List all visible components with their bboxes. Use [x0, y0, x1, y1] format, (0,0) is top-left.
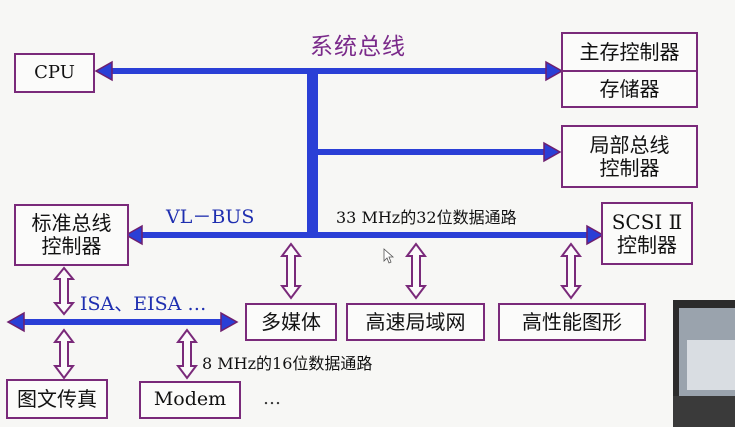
double-arrow-modem — [176, 328, 198, 380]
fax-label: 图文传真 — [17, 386, 97, 411]
system-bus-arrow-left — [94, 60, 113, 82]
scsi-controller-label-2: 控制器 — [617, 232, 677, 257]
vl-bus-speed-label: 33 MHz的32位数据通路 — [336, 208, 517, 227]
double-arrow-fax — [53, 328, 75, 380]
multimedia-label: 多媒体 — [261, 309, 321, 334]
mouse-cursor-icon — [383, 248, 395, 264]
double-arrow-graphics — [560, 242, 582, 300]
presenter-video-thumbnail — [673, 300, 735, 427]
main-memory-controller-label: 主存控制器 — [579, 39, 680, 64]
bus-trunk — [307, 72, 318, 236]
vl-bus-arrow-right — [586, 224, 605, 246]
isa-eisa-label: ISA、EISA … — [80, 293, 207, 315]
local-bus-controller-label-1: 局部总线 — [589, 132, 670, 157]
scsi-controller-label-1: SCSI Ⅱ — [611, 209, 683, 234]
double-arrow-lan — [405, 242, 427, 300]
double-arrow-std-isa — [52, 266, 76, 316]
local-bus-controller-label-2: 控制器 — [599, 155, 660, 180]
cpu-label: CPU — [34, 61, 75, 83]
graphics-label: 高性能图形 — [522, 309, 622, 334]
system-bus-arrow-right — [545, 60, 564, 82]
memory-box: 存储器 — [561, 70, 698, 108]
lan-box: 高速局域网 — [346, 303, 485, 341]
double-arrow-multimedia — [280, 242, 302, 300]
lan-label: 高速局域网 — [365, 309, 466, 334]
system-bus-label: 系统总线 — [310, 34, 406, 60]
modem-label: Modem — [153, 388, 227, 411]
cpu-box: CPU — [14, 53, 95, 93]
isa-speed-label: 8 MHz的16位数据通路 — [202, 354, 373, 373]
modem-box: Modem — [139, 381, 241, 419]
std-bus-controller-label-1: 标准总线 — [31, 211, 112, 235]
std-bus-controller-label-2: 控制器 — [41, 234, 102, 258]
ellipsis-label: … — [263, 388, 281, 409]
scsi-controller-box: SCSI Ⅱ 控制器 — [601, 202, 693, 265]
vl-bus-arrow-left — [124, 224, 143, 246]
memory-label: 存储器 — [599, 76, 660, 101]
vl-bus-label: VL－BUS — [166, 206, 255, 228]
fax-box: 图文传真 — [6, 379, 108, 419]
graphics-box: 高性能图形 — [498, 303, 646, 341]
isa-bus-arrow-left — [6, 311, 25, 333]
local-bus-controller-box: 局部总线 控制器 — [561, 125, 698, 188]
multimedia-box: 多媒体 — [245, 303, 337, 341]
local-bus-arrow — [543, 141, 562, 163]
main-memory-controller-box: 主存控制器 — [561, 32, 698, 72]
standard-bus-controller-box: 标准总线 控制器 — [14, 204, 129, 266]
isa-bus-arrow-right — [220, 311, 239, 333]
